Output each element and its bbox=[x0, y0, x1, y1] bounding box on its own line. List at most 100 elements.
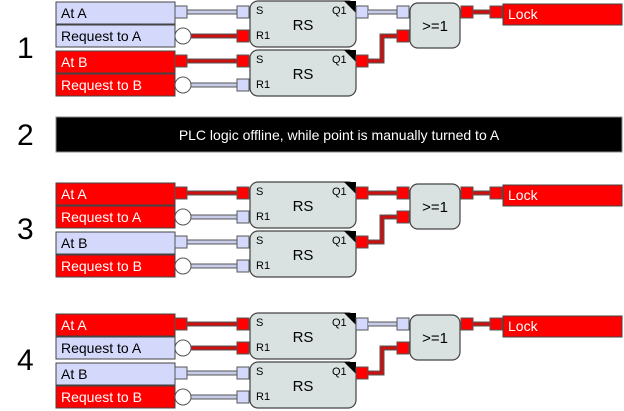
rs-port-r1 bbox=[236, 78, 250, 92]
rs-block-1 bbox=[249, 0, 357, 48]
input-label: Request to A bbox=[61, 28, 142, 44]
rs-label: RS bbox=[293, 17, 314, 34]
rs-label: RS bbox=[293, 66, 314, 83]
rs-corner-marker bbox=[344, 182, 356, 194]
input-port bbox=[174, 235, 188, 249]
pin-r1-label: R1 bbox=[256, 211, 270, 223]
pin-r1-label: R1 bbox=[256, 79, 270, 91]
negation-circle bbox=[174, 76, 192, 94]
rs-label: RS bbox=[293, 329, 314, 346]
rs-port-s bbox=[236, 317, 250, 331]
output-port bbox=[489, 186, 503, 200]
rs-port-s bbox=[236, 366, 250, 380]
scenario-number: 4 bbox=[17, 344, 34, 377]
input-label: Request to A bbox=[61, 209, 142, 225]
rs-block-2 bbox=[249, 49, 357, 97]
pin-s-label: S bbox=[256, 5, 263, 17]
rs-port-q1 bbox=[355, 5, 369, 19]
output-label: Lock bbox=[508, 318, 539, 334]
output-box bbox=[502, 3, 623, 26]
input-label: Request to A bbox=[61, 340, 142, 356]
pin-q1-label: Q1 bbox=[332, 5, 347, 17]
pin-q1-label: Q1 bbox=[332, 186, 347, 198]
input-label: Request to B bbox=[61, 258, 142, 274]
pin-q1-label: Q1 bbox=[332, 317, 347, 329]
rs-port-s bbox=[236, 5, 250, 19]
rs-port-r1 bbox=[236, 341, 250, 355]
or-label: >=1 bbox=[422, 199, 448, 216]
rs-block-2 bbox=[249, 230, 357, 278]
rs-corner-marker bbox=[344, 1, 356, 13]
pin-r1-label: R1 bbox=[256, 342, 270, 354]
or-port-in2 bbox=[396, 29, 410, 43]
output-port bbox=[489, 5, 503, 19]
input-label: At A bbox=[61, 317, 87, 333]
input-label: At B bbox=[61, 235, 87, 251]
wire-q2-or bbox=[368, 34, 397, 63]
pin-r1-label: R1 bbox=[256, 391, 270, 403]
or-port-in1 bbox=[396, 317, 410, 331]
negation-circle bbox=[174, 388, 192, 406]
rs-label: RS bbox=[293, 247, 314, 264]
rs-corner-marker bbox=[344, 313, 356, 325]
rs-port-s bbox=[236, 54, 250, 68]
input-label: At B bbox=[61, 366, 87, 382]
or-port-in2 bbox=[396, 341, 410, 355]
rs-port-r1 bbox=[236, 210, 250, 224]
rs-port-s bbox=[236, 186, 250, 200]
pin-q1-label: Q1 bbox=[332, 235, 347, 247]
or-port-in2 bbox=[396, 210, 410, 224]
rs-label: RS bbox=[293, 198, 314, 215]
output-box bbox=[502, 315, 623, 338]
rs-port-r1 bbox=[236, 390, 250, 404]
or-label: >=1 bbox=[422, 18, 448, 35]
input-port bbox=[174, 317, 188, 331]
rs-corner-marker bbox=[344, 362, 356, 374]
banner-number: 2 bbox=[17, 119, 34, 152]
rs-label: RS bbox=[293, 378, 314, 395]
or-port-out bbox=[460, 186, 474, 200]
rs-port-q1 bbox=[355, 317, 369, 331]
or-port-out bbox=[460, 5, 474, 19]
pin-q1-label: Q1 bbox=[332, 54, 347, 66]
input-label: At A bbox=[61, 5, 87, 21]
negation-circle bbox=[174, 257, 192, 275]
rs-port-r1 bbox=[236, 259, 250, 273]
or-block bbox=[409, 183, 461, 230]
rs-port-s bbox=[236, 235, 250, 249]
or-port-in1 bbox=[396, 186, 410, 200]
pin-s-label: S bbox=[256, 186, 263, 198]
rs-block-2 bbox=[249, 361, 357, 409]
output-box bbox=[502, 184, 623, 207]
negation-circle bbox=[174, 27, 192, 45]
banner-bar bbox=[55, 116, 623, 153]
pin-s-label: S bbox=[256, 366, 263, 378]
input-port bbox=[174, 366, 188, 380]
input-label: At B bbox=[61, 54, 87, 70]
or-block bbox=[409, 314, 461, 361]
input-port bbox=[174, 5, 188, 19]
rs-port-q1 bbox=[355, 54, 369, 68]
pin-r1-label: R1 bbox=[256, 30, 270, 42]
wire-q2-or bbox=[368, 215, 397, 244]
scenario-number: 3 bbox=[17, 213, 34, 246]
pin-s-label: S bbox=[256, 54, 263, 66]
input-label: Request to B bbox=[61, 77, 142, 93]
scenario-number: 1 bbox=[17, 32, 34, 65]
pin-q1-label: Q1 bbox=[332, 366, 347, 378]
rs-port-r1 bbox=[236, 29, 250, 43]
negation-circle bbox=[174, 339, 192, 357]
or-port-in1 bbox=[396, 5, 410, 19]
or-port-out bbox=[460, 317, 474, 331]
pin-s-label: S bbox=[256, 235, 263, 247]
wire-q2-or bbox=[368, 346, 397, 375]
rs-block-1 bbox=[249, 312, 357, 360]
output-port bbox=[489, 317, 503, 331]
input-label: At A bbox=[61, 186, 87, 202]
input-label: Request to B bbox=[61, 389, 142, 405]
rs-block-1 bbox=[249, 181, 357, 229]
negation-circle bbox=[174, 208, 192, 226]
